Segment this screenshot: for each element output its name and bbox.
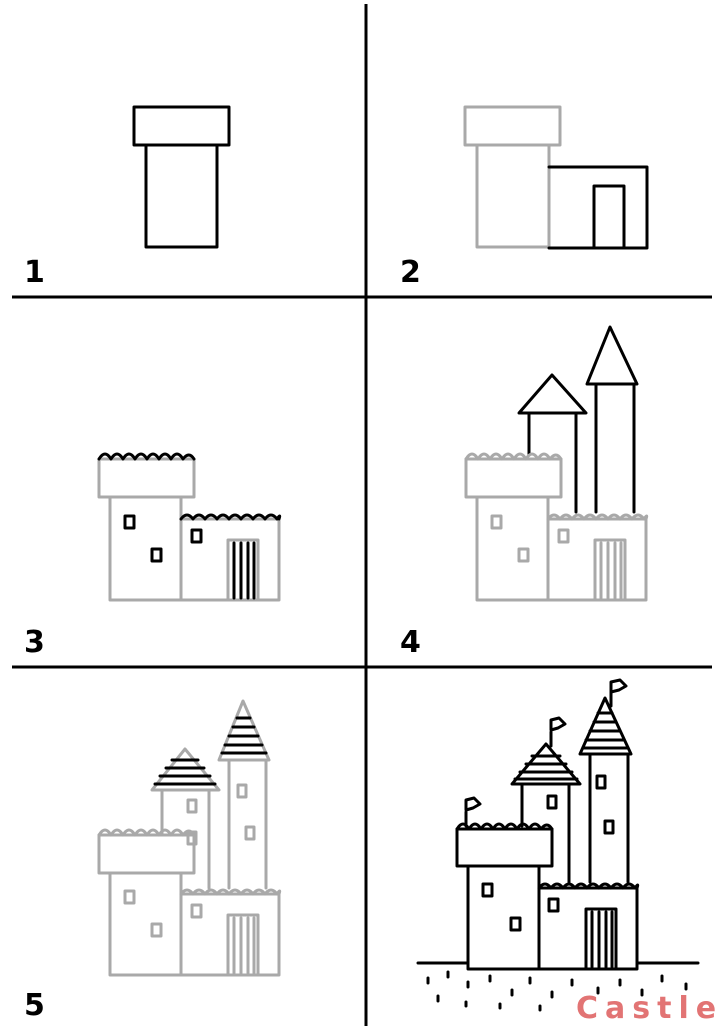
step-number-3: 3 (24, 625, 45, 660)
grid-lines (12, 4, 712, 1026)
panel-step-1: 1 (24, 105, 231, 290)
panel-step-4: 4 (400, 325, 649, 660)
panel-step-3: 3 (24, 452, 282, 660)
panel-step-2: 2 (400, 105, 649, 290)
castle-title: Castle (576, 991, 723, 1026)
step-number-5: 5 (24, 988, 45, 1023)
panel-final-castle: Castle (416, 678, 723, 1026)
panel-step-5: 5 (24, 699, 282, 1023)
step-number-1: 1 (24, 255, 45, 290)
step-number-2: 2 (400, 255, 421, 290)
step-number-4: 4 (400, 625, 421, 660)
